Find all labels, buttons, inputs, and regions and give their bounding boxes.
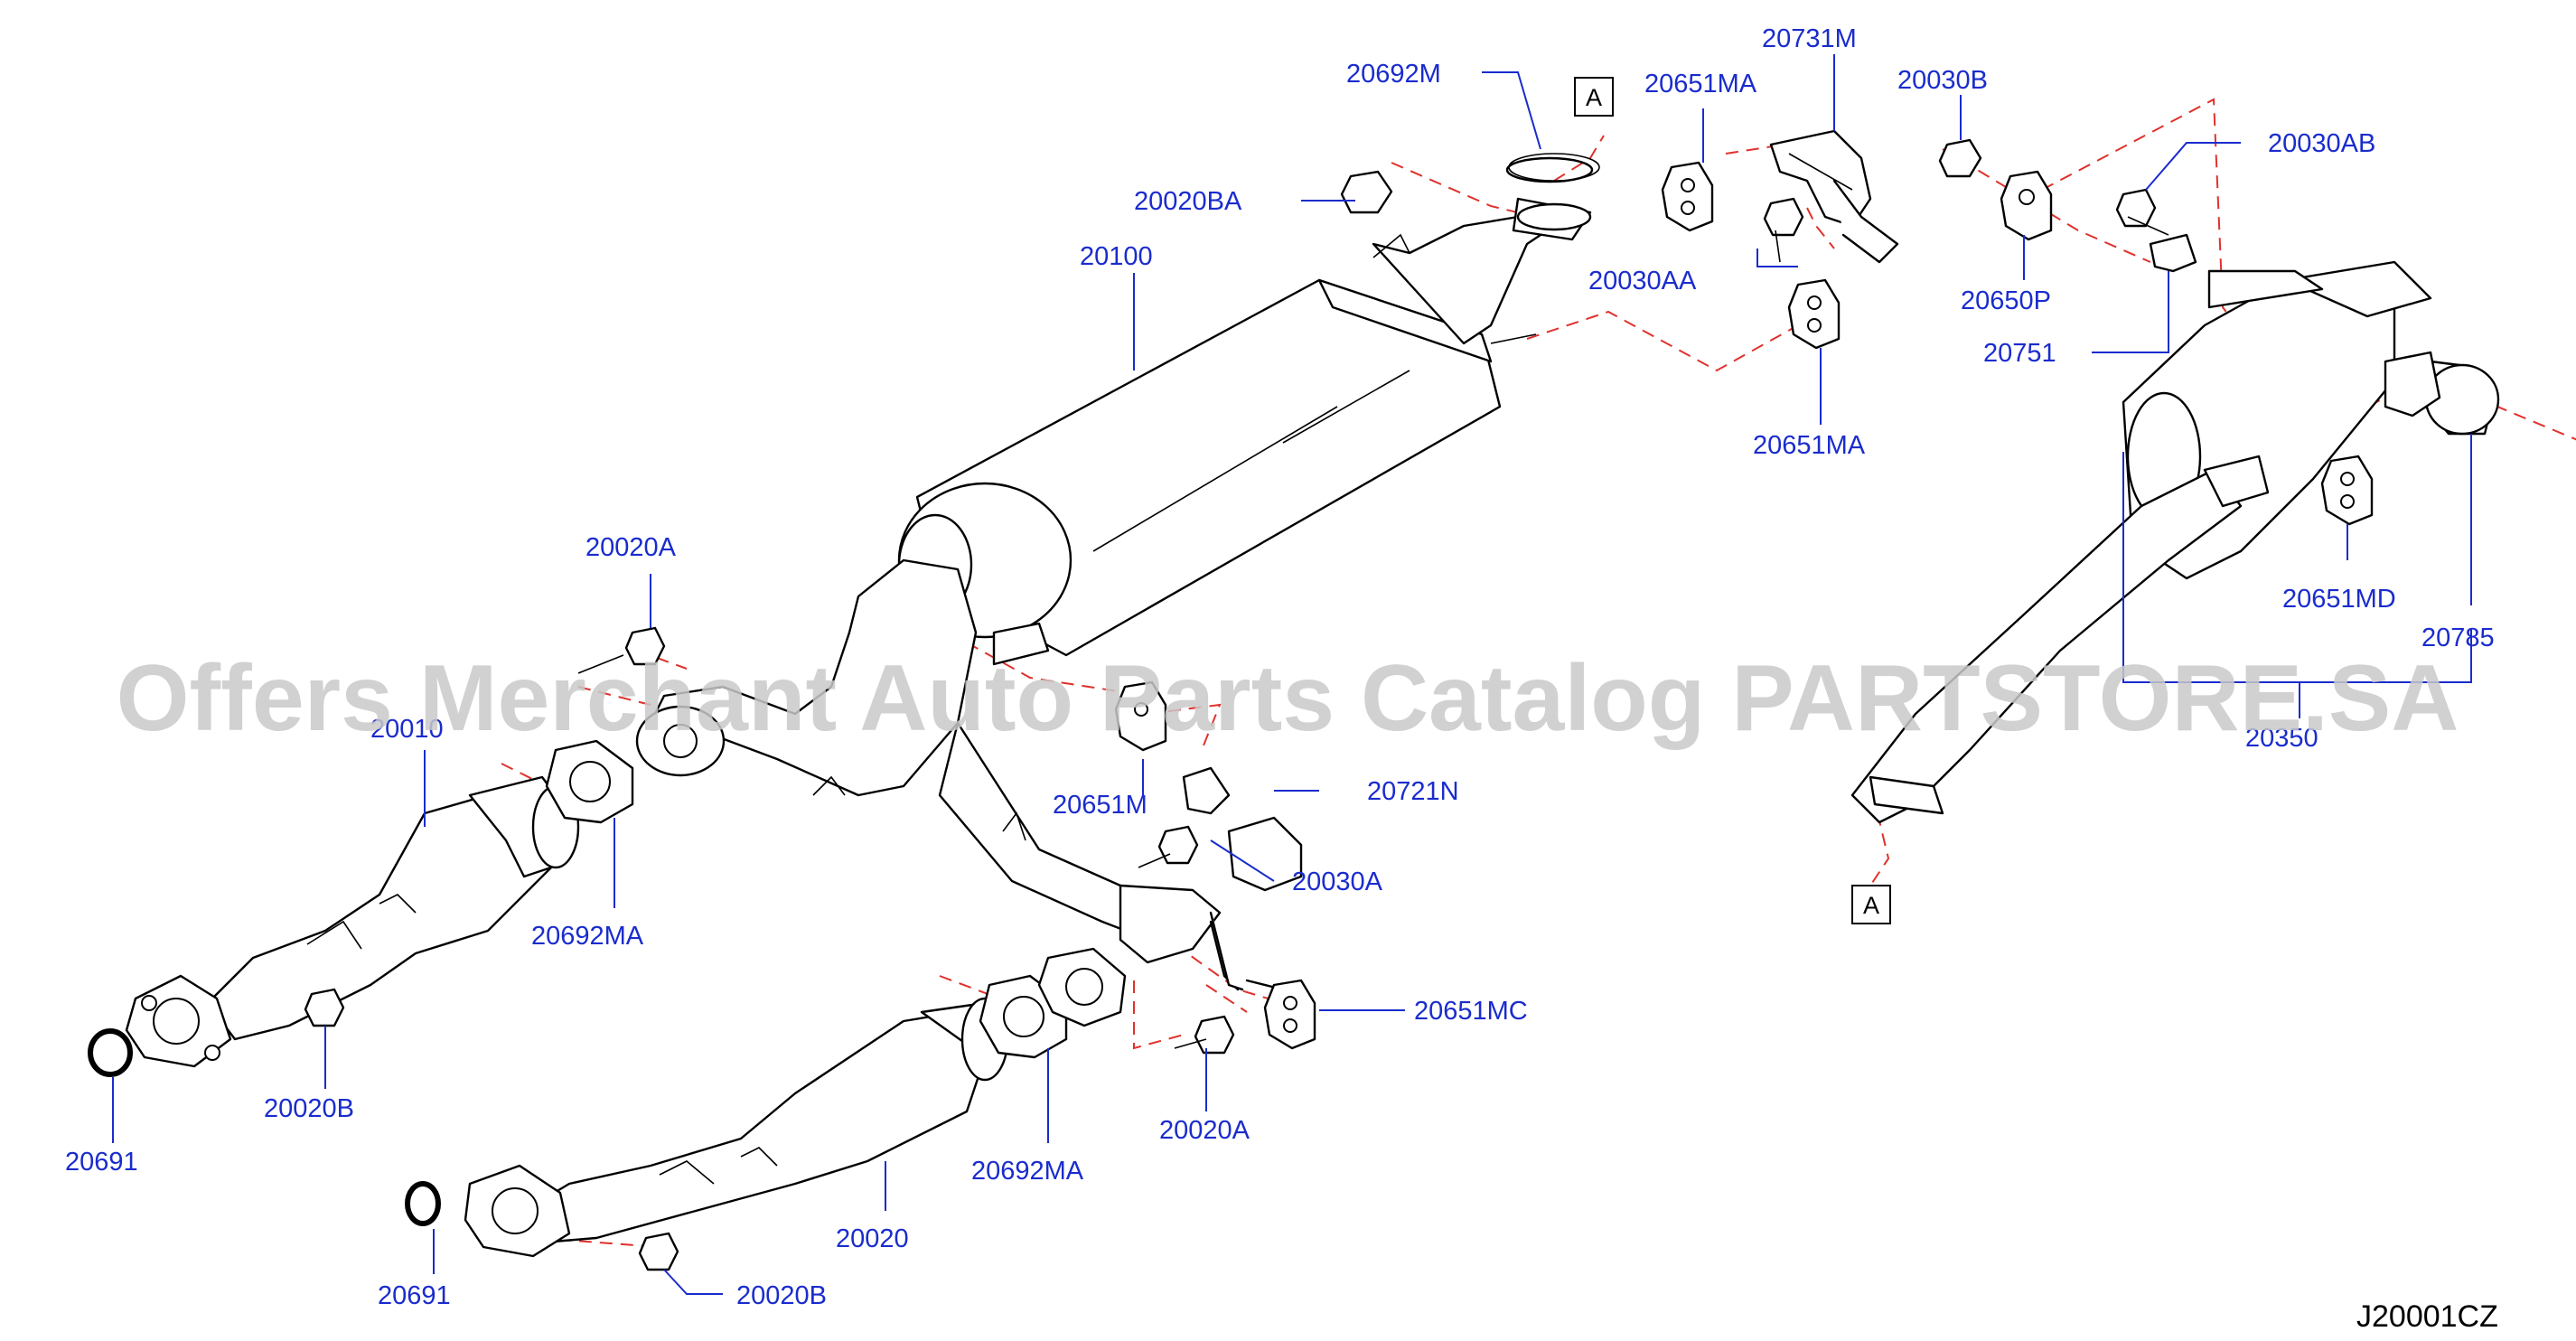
svg-text:A: A — [1586, 84, 1602, 111]
label-20692MA-left[interactable]: 20692MA — [531, 922, 644, 951]
label-20010[interactable]: 20010 — [370, 715, 444, 744]
leader-lines — [112, 54, 2472, 1295]
fasteners — [304, 138, 2169, 1271]
label-20350[interactable]: 20350 — [2245, 724, 2318, 753]
catalyst-20010 — [125, 775, 580, 1068]
label-20692MA-bottom[interactable]: 20692MA — [971, 1157, 1084, 1186]
label-20020B-left[interactable]: 20020B — [264, 1094, 354, 1123]
label-20731M[interactable]: 20731M — [1762, 24, 1857, 53]
label-20020A-top[interactable]: 20020A — [585, 533, 677, 562]
rubber-hangers — [1114, 161, 2374, 1050]
svg-text:A: A — [1863, 892, 1879, 919]
label-20020[interactable]: 20020 — [836, 1224, 909, 1253]
label-20030AA[interactable]: 20030AA — [1588, 267, 1697, 295]
center-muffler-20100 — [897, 153, 1600, 657]
front-y-pipe — [635, 558, 1240, 991]
reference-box-bottom: A — [1851, 885, 1891, 924]
diagram-code: J20001CZ — [2356, 1299, 2498, 1334]
label-20692M[interactable]: 20692M — [1346, 60, 1441, 89]
catalyst-20020 — [464, 997, 1009, 1258]
label-20691-left[interactable]: 20691 — [65, 1148, 138, 1177]
watermark: Offers Merchant Auto Parts Catalog PARTS… — [117, 646, 2459, 751]
label-20785[interactable]: 20785 — [2421, 624, 2495, 652]
label-20100[interactable]: 20100 — [1080, 242, 1153, 271]
label-20651MA-bottom[interactable]: 20651MA — [1753, 431, 1866, 460]
rear-muffler-20350 — [1850, 260, 2500, 824]
label-20651MA-top[interactable]: 20651MA — [1644, 70, 1757, 98]
seal-rings-20691 — [88, 1028, 441, 1226]
label-20020A-bottom[interactable]: 20020A — [1159, 1116, 1251, 1145]
label-20650P[interactable]: 20650P — [1961, 286, 2051, 315]
label-20020B-bottom[interactable]: 20020B — [736, 1281, 827, 1310]
label-20030B[interactable]: 20030B — [1897, 66, 1988, 95]
part-labels: 20692M 20020BA 20100 20651MA 20731M 2003… — [65, 24, 2495, 1310]
label-20651MC[interactable]: 20651MC — [1414, 997, 1528, 1026]
label-20751[interactable]: 20751 — [1983, 339, 2056, 368]
label-20030A[interactable]: 20030A — [1292, 867, 1383, 896]
label-20030AB[interactable]: 20030AB — [2268, 129, 2375, 158]
reference-box-top: A — [1574, 77, 1614, 117]
label-20691-bottom[interactable]: 20691 — [378, 1281, 451, 1310]
brackets-hangers — [1182, 129, 2441, 1005]
gaskets — [545, 156, 1594, 1059]
label-20721N[interactable]: 20721N — [1367, 777, 1459, 806]
label-20020BA[interactable]: 20020BA — [1134, 187, 1242, 216]
label-20651M[interactable]: 20651M — [1053, 791, 1147, 820]
label-20651MD[interactable]: 20651MD — [2282, 585, 2396, 614]
